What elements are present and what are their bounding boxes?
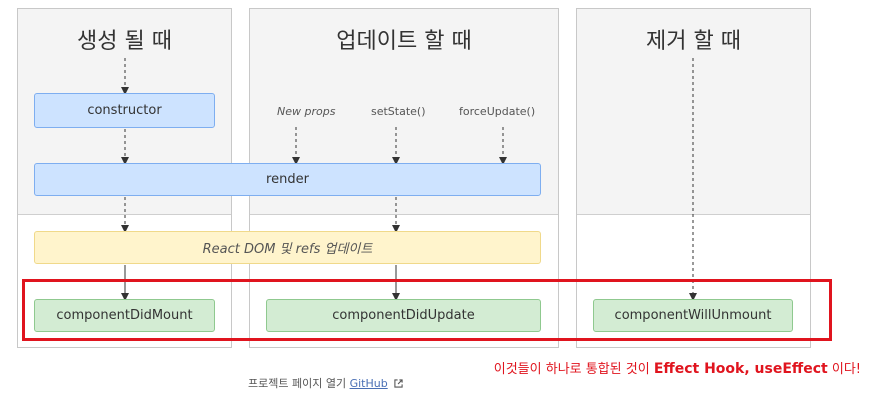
footer-text: 프로젝트 페이지 열기 (248, 377, 350, 390)
constructor-box: constructor (34, 93, 215, 128)
github-link[interactable]: GitHub (349, 377, 388, 390)
unmount-column-title: 제거 할 때 (646, 29, 741, 54)
render-box: render (34, 163, 541, 196)
mount-column-title: 생성 될 때 (77, 29, 172, 54)
annotation-suffix: 이다! (827, 362, 861, 377)
effect-hook-annotation: 이것들이 하나로 통합된 것이 Effect Hook, useEffect 이… (494, 358, 861, 377)
external-link-icon[interactable] (394, 378, 403, 391)
did-update-box: componentDidUpdate (266, 299, 541, 332)
force-update-label: forceUpdate() (459, 105, 536, 118)
did-mount-box: componentDidMount (34, 299, 215, 332)
react-dom-update-box: React DOM 및 refs 업데이트 (34, 231, 541, 264)
project-page-footer: 프로젝트 페이지 열기 GitHub (248, 375, 403, 391)
set-state-label: setState() (371, 105, 426, 118)
annotation-prefix: 이것들이 하나로 통합된 것이 (493, 362, 654, 377)
lifecycle-highlight-box (22, 279, 832, 341)
update-column-title: 업데이트 할 때 (336, 29, 472, 54)
new-props-label: New props (277, 105, 336, 118)
will-unmount-box: componentWillUnmount (593, 299, 793, 332)
annotation-emphasis: Effect Hook, useEffect (653, 361, 828, 377)
